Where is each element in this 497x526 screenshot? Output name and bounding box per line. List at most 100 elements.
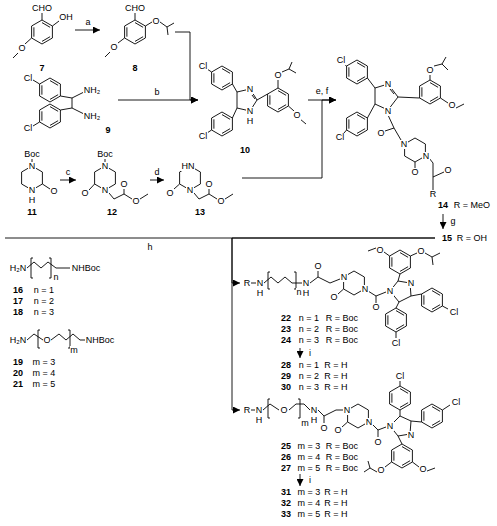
atom-label: N (246, 107, 254, 116)
compound-number: 20 (12, 369, 23, 378)
benzene-ring (125, 20, 146, 44)
compound-number: 8 (132, 64, 138, 73)
atom-label: n = 3 (298, 336, 319, 345)
benzene-ring (422, 288, 443, 312)
compound-group: 13 (164, 148, 242, 218)
atom-label: H₂N (9, 264, 27, 273)
atom-label: O (372, 303, 380, 312)
compound-number: 22 (280, 314, 291, 323)
atom-label: R (243, 279, 251, 288)
compound-7 (13, 13, 59, 58)
atom-label: N (256, 279, 264, 288)
atom-label: O (217, 197, 225, 206)
atom-label: N (386, 287, 394, 296)
benzene-ring (40, 78, 61, 102)
atom-label: R = H (324, 383, 348, 392)
atom-label: Cl (449, 308, 459, 317)
atom-label: O (320, 424, 328, 433)
benzene-ring (390, 250, 411, 274)
atom-label: O (205, 180, 213, 189)
reaction-arrow (300, 348, 301, 358)
compound-group: 14 (336, 52, 492, 214)
atom-label: m = 5 (297, 464, 321, 473)
atom-label: N (101, 162, 109, 171)
atom-label: O (426, 66, 434, 75)
atom-label: R = Boc (325, 453, 358, 462)
compound-number: 33 (280, 510, 291, 519)
atom-label: N (310, 406, 318, 415)
reagent-letter: e, f (315, 87, 329, 96)
compound-11 (22, 158, 50, 190)
atom-label: H (302, 289, 310, 298)
compound-number: 17 (12, 297, 23, 306)
atom-label: N (361, 285, 369, 294)
benzene-ring (212, 66, 233, 90)
compound-number: 26 (280, 453, 291, 462)
compound-number: 16 (12, 286, 23, 295)
atom-label: O (314, 262, 322, 271)
atom-label: HN (181, 162, 195, 171)
reaction-line (5, 238, 232, 239)
atom-label: O (50, 187, 58, 196)
atom-label: N (246, 85, 254, 94)
compound-number: 30 (280, 383, 291, 392)
atom-label: O (110, 43, 118, 52)
atom-label: NH₂ (83, 86, 101, 95)
benzene-ring (392, 444, 413, 468)
atom-label: R = H (324, 361, 348, 370)
atom-label: O (132, 197, 140, 206)
atom-label: O (120, 180, 128, 189)
reaction-arrow (175, 32, 198, 100)
atom-label: CHO (32, 4, 53, 13)
benzene-ring (212, 112, 233, 136)
atom-label: R = Boc (325, 464, 358, 473)
atom-label: N (340, 273, 348, 282)
bonds (251, 381, 450, 472)
atom-label: n = 3 (33, 308, 54, 317)
reaction-arrow (242, 100, 336, 178)
atom-label: n = 2 (298, 372, 319, 381)
atom-label: O (330, 293, 338, 302)
compound-number: 23 (280, 325, 291, 334)
compound-number: 14 (437, 201, 448, 210)
atom-label: H₂N (9, 336, 27, 345)
reagent-letter: d (154, 168, 160, 177)
atom-label: N (384, 107, 392, 116)
atom-label: H (246, 117, 254, 126)
benzene-ring (422, 404, 443, 428)
benzene-ring (390, 386, 411, 410)
compound-number: 18 (12, 308, 23, 317)
atom-label: n (296, 288, 302, 297)
atom-label: O (419, 465, 427, 474)
atom-label: O (411, 168, 419, 177)
bonds (105, 13, 174, 57)
atom-label: R = MeO (453, 201, 490, 210)
compound-8 (105, 13, 174, 57)
reagent-letter: i (309, 476, 312, 485)
atom-label: Cl (198, 132, 208, 141)
atom-label: N (186, 186, 194, 195)
atom-label: R (429, 190, 437, 199)
atom-label: m (301, 419, 310, 428)
atom-label: O (293, 111, 301, 120)
atom-label: m = 4 (297, 453, 321, 462)
benzene-ring (386, 308, 407, 332)
reagent-letter: a (85, 18, 91, 27)
compound-number: 7 (39, 64, 45, 73)
atom-label: CHO (125, 4, 146, 13)
compound-number: 32 (280, 499, 291, 508)
atom-label: R = H (324, 510, 348, 519)
atom-label: O (280, 406, 288, 415)
compound-number: 27 (280, 464, 291, 473)
reaction-arrow (75, 30, 100, 31)
atom-label: N (302, 279, 310, 288)
atom-label: n = 2 (298, 325, 319, 334)
atom-label: n = 1 (33, 286, 54, 295)
atom-label: O (448, 101, 456, 110)
atom-label: R (243, 406, 251, 415)
atom-label: Cl (335, 133, 345, 142)
compound-number: 12 (106, 208, 117, 217)
atom-label: N (28, 186, 36, 195)
atom-label: OH (59, 13, 74, 22)
atom-label: R = Boc (325, 442, 358, 451)
